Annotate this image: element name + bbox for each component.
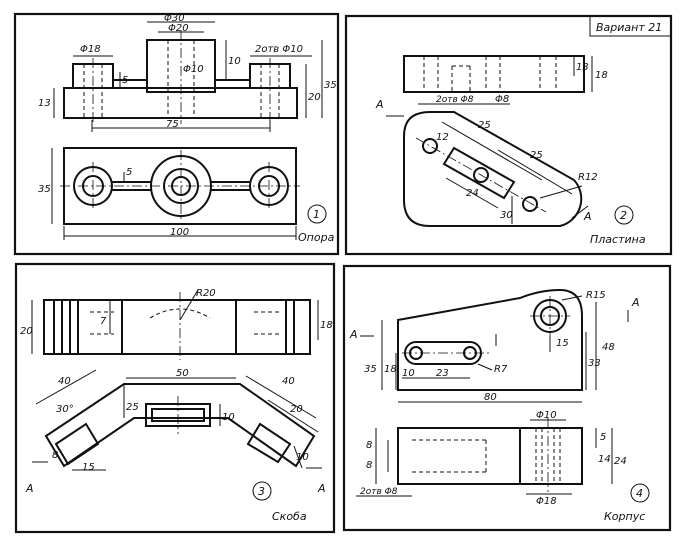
panel-2-plate-view (386, 111, 589, 227)
p2-dim-l24: 24 (466, 188, 479, 199)
p4-dim-r7: R7 (494, 364, 508, 375)
p3-section-a1: A (25, 482, 34, 495)
p3-section-a2: A (317, 482, 326, 495)
panel-4-number-circle (630, 483, 650, 503)
panel-2-frame (344, 14, 673, 256)
p4-dim-s8a: 8 (366, 440, 372, 451)
p3-dim-angle: 30° (56, 404, 74, 415)
p4-dim-d18: Φ18 (536, 496, 557, 507)
panel-2-number: 2 (620, 209, 627, 222)
p1-dim-l75: 75 (166, 119, 179, 130)
panel-3-frame (14, 262, 336, 534)
p4-dim-s8b: 8 (366, 460, 372, 471)
variant-label: Вариант 21 (596, 21, 662, 34)
p3-dim-l50: 50 (176, 368, 189, 379)
p3-dim-h7: 7 (100, 316, 107, 327)
p4-dim-holes: 2отв Φ8 (360, 487, 398, 497)
p2-dim-r12: R12 (578, 172, 598, 183)
p2-dim-h18: 18 (595, 70, 608, 81)
p2-section-a1: A (375, 98, 384, 111)
panel-4-frame (342, 264, 672, 532)
p2-dim-l25b: 25 (530, 150, 543, 161)
p4-dim-h33: 33 (588, 358, 601, 369)
p2-dim-s12: 12 (436, 132, 449, 143)
p1-dim-d20: Φ20 (168, 23, 189, 34)
p3-dim-h25: 25 (126, 402, 139, 413)
panel-2-number-circle (614, 205, 634, 225)
p2-dim-h13: 13 (576, 62, 589, 73)
panel-4-name: Корпус (604, 510, 645, 523)
panel-3-name: Скоба (272, 510, 307, 523)
p2-dim-d8: Φ8 (495, 94, 509, 105)
panel-1: Φ30 Φ20 Φ18 2отв Φ10 Φ10 10 5 13 20 35 7… (13, 12, 340, 256)
p3-dim-l40a: 40 (58, 376, 71, 387)
panel-2-name: Пластина (590, 233, 646, 246)
panel-4-top-view (356, 418, 613, 497)
p1-dim-l100: 100 (170, 227, 189, 238)
panel-3-top-view (31, 289, 319, 360)
p4-dim-h24: 24 (614, 456, 627, 467)
p3-dim-l15: 15 (82, 462, 95, 473)
panel-3-number-circle (252, 481, 272, 501)
p3-dim-h18: 18 (320, 320, 333, 331)
panel-1-name: Опора (298, 231, 335, 244)
p4-dim-l23: 23 (436, 368, 449, 379)
p4-dim-d10: Φ10 (536, 410, 557, 421)
p2-dim-holes: 2отв Φ8 (436, 95, 474, 105)
p4-dim-r15: R15 (586, 290, 606, 301)
panel-4-number: 4 (636, 487, 643, 500)
panel-3: R20 20 7 18 40 50 40 30° 25 10 2 (14, 262, 336, 534)
p1-dim-d18: Φ18 (80, 44, 101, 55)
p3-dim-s10: 10 (296, 452, 309, 463)
p2-dim-l25a: 25 (478, 120, 491, 131)
p3-dim-s8: 8 (52, 450, 58, 461)
p1-dim-d10: Φ10 (183, 64, 204, 75)
p1-dim-h5: 5 (122, 75, 128, 86)
p2-section-a2: A (583, 210, 592, 223)
p3-dim-l40b: 40 (282, 376, 295, 387)
p1-dim-holes: 2отв Φ10 (255, 44, 303, 55)
p4-dim-s15: 15 (556, 338, 569, 349)
panel-1-number-circle (307, 204, 327, 224)
p4-section-a1: A (349, 328, 358, 341)
p3-dim-r20: R20 (196, 288, 216, 299)
panel-1-frame (13, 12, 340, 256)
p4-dim-h35: 35 (364, 364, 377, 375)
p4-dim-h48: 48 (602, 342, 615, 353)
p1-dim-h13: 13 (38, 98, 51, 109)
p1-dim-h35: 35 (324, 80, 337, 91)
panel-1-number: 1 (313, 208, 320, 221)
p4-dim-l80: 80 (484, 392, 497, 403)
panel-4-front-view (360, 288, 629, 403)
p1-dim-d30: Φ30 (164, 13, 185, 24)
p4-dim-h14: 14 (598, 454, 611, 465)
p3-dim-h20: 20 (20, 326, 33, 337)
panel-1-front-view (53, 21, 323, 132)
panel-3-number: 3 (258, 485, 265, 498)
p2-dim-l30: 30 (500, 210, 513, 221)
panel-3-bracket-view (32, 369, 322, 471)
p4-dim-h18: 18 (384, 364, 397, 375)
panel-2: Вариант 21 13 18 2отв Φ8 Φ8 (344, 14, 673, 256)
p1-dim-w35: 35 (38, 184, 51, 195)
p3-dim-h10: 10 (222, 412, 235, 423)
p1-dim-h20: 20 (308, 92, 321, 103)
p4-section-a2: A (631, 296, 640, 309)
panel-1-top-view (51, 147, 300, 240)
panel-2-top-view (403, 55, 593, 105)
panel-4: A A R15 35 18 48 33 15 10 23 R7 80 (342, 264, 672, 532)
p1-dim-s5: 5 (126, 167, 132, 178)
p3-dim-l20: 20 (290, 404, 303, 415)
p4-dim-l10: 10 (402, 368, 415, 379)
p4-dim-s5: 5 (600, 432, 606, 443)
p1-dim-h10: 10 (228, 56, 241, 67)
variant-box (589, 15, 672, 37)
